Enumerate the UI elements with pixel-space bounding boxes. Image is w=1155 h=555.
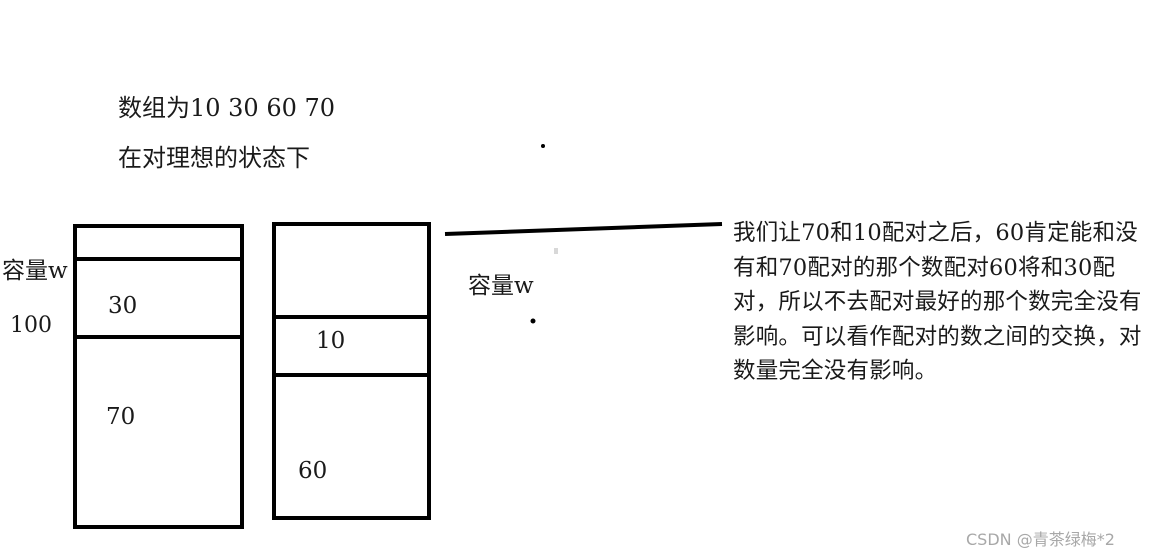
left-box-item-30: 30 <box>108 293 138 319</box>
state-heading: 在对理想的状态下 <box>118 144 310 172</box>
left-capacity-value: 100 <box>10 313 52 338</box>
left-box <box>73 224 244 529</box>
stray-dot <box>541 144 545 148</box>
array-heading: 数组为10 30 60 70 <box>118 94 336 122</box>
left-box-item-70: 70 <box>106 404 136 430</box>
stray-dot <box>530 318 536 324</box>
right-box <box>272 222 431 520</box>
connector-line <box>444 222 723 236</box>
right-box-item-10: 10 <box>316 328 346 354</box>
left-capacity-label: 容量w <box>2 258 68 284</box>
explanation-text: 我们让70和10配对之后，60肯定能和没有和70配对的那个数配对60将和30配对… <box>733 220 1142 384</box>
right-box-item-60: 60 <box>298 458 328 484</box>
watermark: CSDN @青茶绿梅*2 <box>966 530 1115 549</box>
stray-mark <box>554 248 558 254</box>
right-capacity-label: 容量w <box>468 273 534 299</box>
